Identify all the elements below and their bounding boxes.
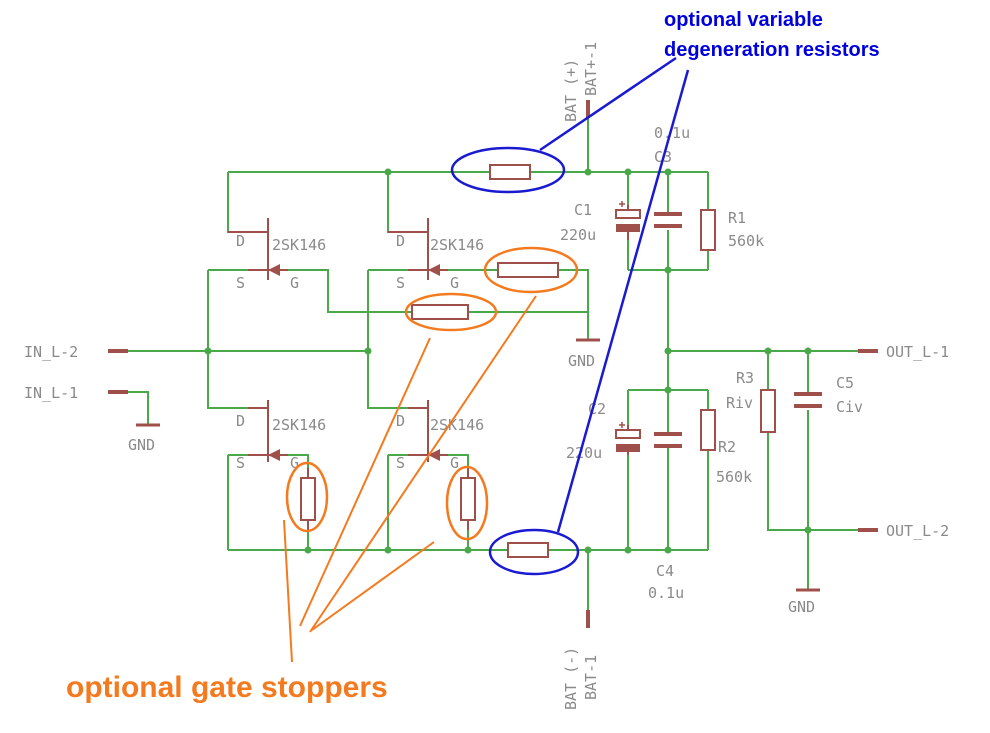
label-in-l2: IN_L-2 xyxy=(24,343,78,361)
highlight-degeneration-bottom xyxy=(488,528,580,576)
jfet-q2 xyxy=(388,218,448,280)
label-q1-name: 2SK146 xyxy=(272,236,326,254)
label-bat-pos: BAT (+) xyxy=(562,59,580,122)
annotation-degeneration-line2: degeneration resistors xyxy=(664,39,880,61)
label-gnd-middle: GND xyxy=(568,352,595,370)
label-gnd-input: GND xyxy=(128,436,155,454)
label-r2-value: 560k xyxy=(716,468,752,486)
highlight-gate-stopper-3 xyxy=(285,461,329,533)
resistor-gate-stopper-1 xyxy=(497,262,559,278)
label-c4-value: 0.1u xyxy=(648,584,684,602)
highlight-degeneration-top xyxy=(450,146,566,194)
jfet-q3 xyxy=(248,400,288,462)
label-c1-name: C1 xyxy=(574,201,592,219)
label-q2-g: G xyxy=(450,274,459,292)
label-r3-value: Riv xyxy=(726,394,753,412)
label-c5-name: C5 xyxy=(836,374,854,392)
label-c1-value: 220u xyxy=(560,226,596,244)
label-bat-neg: BAT (-) xyxy=(562,647,580,710)
highlight-gate-stopper-1 xyxy=(483,246,579,294)
annotation-gate-stoppers-text: optional gate stoppers xyxy=(66,671,388,704)
resistor-r1 xyxy=(700,209,716,251)
resistor-degeneration-top xyxy=(489,164,531,180)
resistor-gate-stopper-2 xyxy=(411,304,469,320)
label-q4-name: 2SK146 xyxy=(430,416,484,434)
label-bat-pos-net: BAT+-1 xyxy=(582,42,600,96)
resistor-r2 xyxy=(700,409,716,451)
pointer-degeneration-top xyxy=(539,56,677,152)
label-q2-s: S xyxy=(396,274,405,292)
label-in-l1: IN_L-1 xyxy=(24,384,78,402)
label-q1-d: D xyxy=(236,232,245,250)
label-q4-d: D xyxy=(396,412,405,430)
label-r1-value: 560k xyxy=(728,232,764,250)
label-gnd-output: GND xyxy=(788,598,815,616)
resistor-gate-stopper-3 xyxy=(300,477,316,521)
pointer-gate-stoppers xyxy=(283,295,537,663)
highlight-gate-stopper-2 xyxy=(404,292,498,332)
jfet-q1 xyxy=(228,218,288,280)
annotation-degeneration-line1: optional variable xyxy=(664,9,823,31)
label-out-l2: OUT_L-2 xyxy=(886,522,949,540)
label-r3-name: R3 xyxy=(736,369,754,387)
label-q3-d: D xyxy=(236,412,245,430)
capacitor-c3 xyxy=(654,212,682,228)
junctions xyxy=(204,168,812,554)
label-c2-value: 220u xyxy=(566,444,602,462)
capacitor-c1 xyxy=(615,201,641,240)
label-q4-g: G xyxy=(450,454,459,472)
label-q1-s: S xyxy=(236,274,245,292)
label-q2-name: 2SK146 xyxy=(430,236,484,254)
wires xyxy=(128,115,858,612)
label-q4-s: S xyxy=(396,454,405,472)
label-r1-name: R1 xyxy=(728,209,746,227)
label-c5-value: Civ xyxy=(836,398,863,416)
capacitor-c4 xyxy=(654,432,682,448)
label-q3-s: S xyxy=(236,454,245,472)
resistor-degeneration-bottom xyxy=(507,542,549,558)
labels: BAT (+) BAT+-1 BAT (-) BAT-1 0.1u C3 C1 … xyxy=(24,42,949,710)
label-q3-name: 2SK146 xyxy=(272,416,326,434)
label-q1-g: G xyxy=(290,274,299,292)
label-c3-value: 0.1u xyxy=(654,124,690,142)
resistor-r3 xyxy=(760,389,776,433)
resistor-gate-stopper-4 xyxy=(460,477,476,521)
components xyxy=(108,100,878,628)
label-out-l1: OUT_L-1 xyxy=(886,343,949,361)
pointer-degeneration-bottom xyxy=(556,69,690,533)
label-c4-name: C4 xyxy=(656,562,674,580)
capacitor-c5 xyxy=(794,392,822,408)
label-r2-name: R2 xyxy=(718,438,736,456)
label-bat-neg-net: BAT-1 xyxy=(582,655,600,700)
annotation-degeneration: optional variable degeneration resistors xyxy=(450,9,880,576)
jfet-q4 xyxy=(408,400,448,462)
label-q2-d: D xyxy=(396,232,405,250)
capacitor-c2 xyxy=(615,422,641,455)
highlight-gate-stopper-4 xyxy=(445,465,489,541)
label-q3-g: G xyxy=(290,454,299,472)
annotation-gate-stoppers: optional gate stoppers xyxy=(66,246,579,704)
